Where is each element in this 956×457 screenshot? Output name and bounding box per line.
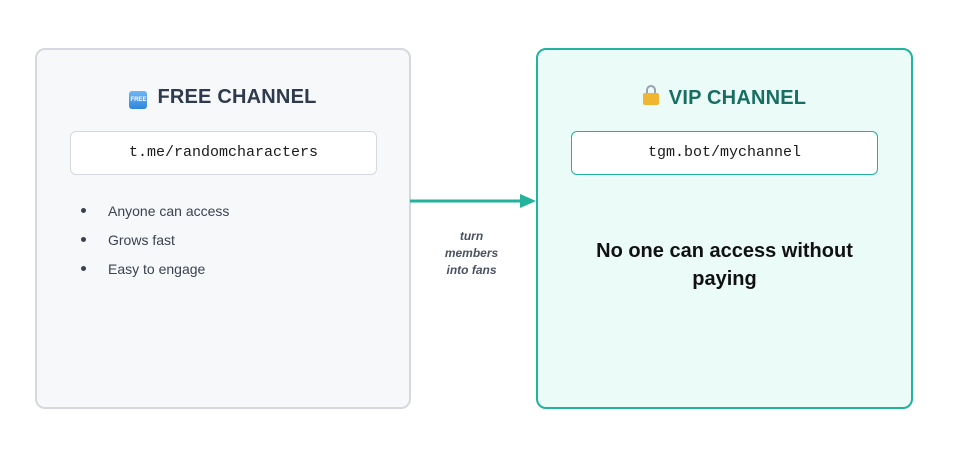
free-badge-icon: FREE bbox=[129, 91, 148, 109]
benefit-text: Easy to engage bbox=[108, 261, 206, 277]
benefit-item: Grows fast bbox=[81, 231, 229, 260]
connector-label: turn members into fans bbox=[420, 228, 523, 279]
free-channel-card: FREE FREE CHANNEL t.me/randomcharacters A… bbox=[35, 48, 411, 409]
bullet-icon bbox=[81, 208, 86, 213]
benefit-item: Easy to engage bbox=[81, 260, 229, 289]
benefit-text: Anyone can access bbox=[108, 203, 230, 219]
vip-channel-title-text: VIP CHANNEL bbox=[668, 87, 807, 109]
vip-channel-title: VIP CHANNEL bbox=[538, 85, 911, 110]
arrow-head-icon bbox=[520, 194, 536, 208]
free-channel-title: FREE FREE CHANNEL bbox=[37, 85, 409, 109]
vip-channel-card: VIP CHANNEL tgm.bot/mychannel No one can… bbox=[536, 48, 913, 409]
connector-label-line: into fans bbox=[446, 263, 497, 277]
connector-label-line: members bbox=[444, 246, 499, 260]
bullet-icon bbox=[81, 266, 86, 271]
free-channel-benefits-list: Anyone can access Grows fast Easy to eng… bbox=[81, 202, 229, 289]
lock-icon bbox=[642, 85, 659, 105]
vip-channel-url: tgm.bot/mychannel bbox=[571, 131, 878, 175]
vip-access-message: No one can access without paying bbox=[596, 240, 853, 290]
connector-label-line: turn bbox=[459, 229, 484, 243]
connector-arrow bbox=[410, 194, 536, 208]
benefit-item: Anyone can access bbox=[81, 202, 229, 231]
free-channel-title-text: FREE CHANNEL bbox=[157, 86, 317, 108]
free-channel-url: t.me/randomcharacters bbox=[70, 131, 377, 175]
bullet-icon bbox=[81, 237, 86, 242]
benefit-text: Grows fast bbox=[108, 232, 175, 248]
